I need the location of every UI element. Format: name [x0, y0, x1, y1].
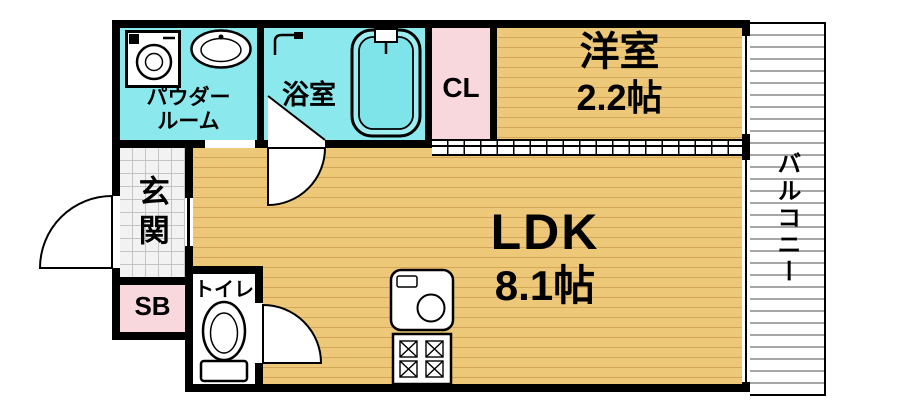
sliding-door-icon [432, 139, 742, 156]
label-shoebox: SB [134, 291, 171, 321]
label-ldk-size: 8.1帖 [494, 262, 596, 309]
entrance-step-line [187, 198, 190, 246]
label-western-size: 2.2帖 [576, 77, 663, 118]
label-powder-room: パウダー ルーム [146, 86, 231, 133]
wall-closet-western [490, 20, 497, 148]
room-balcony [750, 22, 826, 396]
powder-sink-icon [190, 29, 252, 69]
bath-door-opening [268, 140, 325, 148]
bathtub-icon [350, 28, 422, 138]
label-balcony: バルコニー [772, 150, 800, 286]
wall-entrance-upper [185, 140, 193, 198]
shower-icon [273, 32, 303, 55]
wall-sb-bottom [112, 332, 193, 340]
window-icon [742, 158, 750, 384]
bath-door-swing-icon [267, 147, 327, 207]
wall-left [112, 20, 120, 340]
wall-entrance-sb [112, 277, 193, 285]
entrance-door-swing-icon [38, 194, 113, 269]
label-western: 洋室 [579, 30, 660, 74]
window-icon [742, 34, 750, 136]
toilet-icon [199, 300, 249, 383]
room-entrance [120, 148, 185, 277]
wall-bath-closet [425, 20, 432, 148]
wall-powder-bath [257, 20, 264, 148]
label-ldk: LDK [490, 204, 600, 260]
wall-toilet-top [185, 266, 263, 274]
label-entrance: 玄関 [133, 174, 169, 253]
label-closet: CL [442, 72, 480, 103]
wall-entrance-lower [185, 246, 193, 340]
room-western [497, 28, 742, 140]
label-toilet: トイレ [194, 279, 254, 301]
label-bath: 浴室 [282, 80, 336, 110]
toilet-door-opening [255, 303, 263, 363]
room-closet [432, 28, 490, 140]
powder-door-opening [205, 140, 255, 148]
washing-machine-icon [125, 30, 181, 88]
entrance-door-opening [112, 196, 120, 268]
kitchen-sink-icon [389, 268, 455, 332]
wall-bottom [185, 384, 750, 392]
toilet-door-swing-icon [262, 303, 323, 364]
room-shoebox [120, 285, 185, 332]
stove-icon [391, 332, 453, 386]
